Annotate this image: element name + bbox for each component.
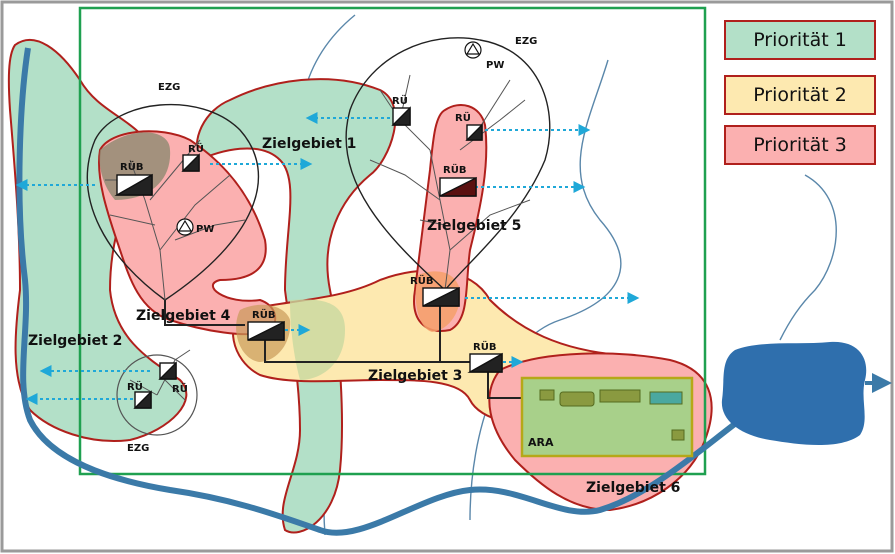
legend-priority-3: Priorität 3 [724,125,876,165]
ara-process-icons [539,389,685,441]
target-frame [78,6,707,476]
overflow-arrows [15,112,640,405]
legend-priority-1: Priorität 1 [724,20,876,60]
rub-label-1: RÜB [120,159,143,173]
structure-icons [114,106,503,409]
stream-3 [779,174,837,341]
ru-label-2: RÜ [392,93,408,107]
zone-4-label: Zielgebiet 4 [136,308,231,324]
catchment-ezg-small [116,354,198,436]
ru-label-1: RÜ [188,141,204,155]
overlap-z3-z1 [290,299,345,380]
zone-5-label: Zielgebiet 5 [427,218,521,234]
ezg-label-top: EZG [515,36,537,47]
ru-label-5: RÜ [172,381,188,395]
trunk-pipes [164,300,525,399]
rub-label-4: RÜB [252,307,275,321]
ru-label-3: RÜ [455,110,471,124]
legend-priority-1-text: Priorität 1 [753,29,847,51]
legend-priority-2-text: Priorität 2 [753,84,847,106]
zone-1-label: Zielgebiet 1 [262,136,356,152]
ara-label: ARA [528,436,554,449]
catchment-ezg-left [86,103,260,301]
pw-label-top: PW [486,60,504,71]
legend-priority-3-text: Priorität 3 [753,134,847,156]
rub-label-5: RÜB [473,339,496,353]
catchment-ezg-top [345,37,551,292]
zone-3-label: Zielgebiet 3 [368,368,462,384]
zone-2-label: Zielgebiet 2 [28,333,122,349]
sewer-network [105,74,531,401]
legend-priority-2: Priorität 2 [724,75,876,115]
pw-label-left: PW [196,224,214,235]
zone-6-label: Zielgebiet 6 [586,480,680,496]
main-river [16,47,742,536]
ezg-label-small: EZG [127,443,149,454]
lake [721,341,867,445]
rub-label-3: RÜB [410,273,433,287]
pump-stations [176,41,482,236]
ezg-label-left: EZG [158,82,180,93]
ru-label-4: RÜ [127,379,143,393]
rub-label-2: RÜB [443,162,466,176]
